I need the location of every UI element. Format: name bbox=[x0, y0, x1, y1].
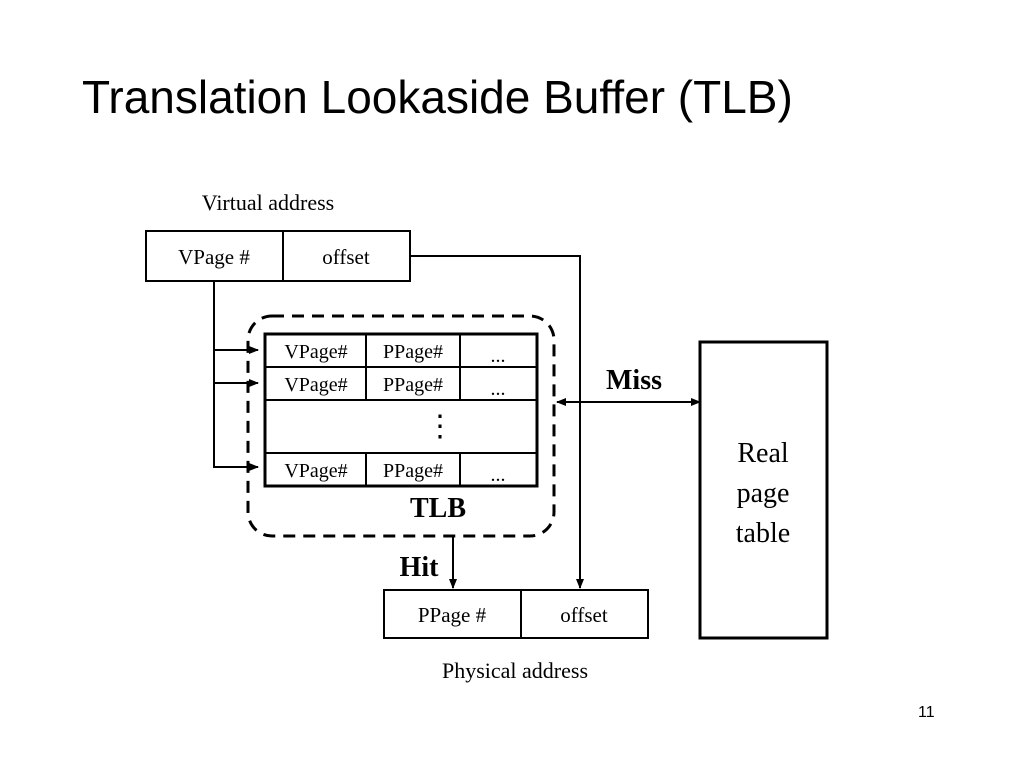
physical-offset-field: offset bbox=[560, 603, 608, 627]
tlb-ellipsis: ⋮ bbox=[425, 410, 455, 443]
tlb-row-vpage: VPage# bbox=[284, 374, 347, 396]
page-table-line: Real bbox=[737, 438, 789, 469]
tlb-row: VPage# PPage# ... bbox=[284, 374, 505, 400]
virtual-offset-field: offset bbox=[322, 245, 370, 269]
page-number: 11 bbox=[918, 704, 935, 721]
tlb-boundary bbox=[246, 314, 556, 538]
physical-address-box: PPage # offset bbox=[383, 589, 649, 639]
tlb-row-ppage: PPage# bbox=[383, 460, 443, 482]
physical-ppage-field: PPage # bbox=[418, 603, 487, 627]
tlb-label: TLB bbox=[410, 493, 466, 524]
tlb-row-ppage: PPage# bbox=[383, 374, 443, 396]
tlb-row-vpage: VPage# bbox=[284, 341, 347, 363]
tlb-row-rest: ... bbox=[491, 378, 506, 400]
vpage-lookup-lines bbox=[213, 281, 259, 471]
tlb-row-rest: ... bbox=[491, 345, 506, 367]
page-table-line: page bbox=[737, 478, 790, 509]
virtual-address-label: Virtual address bbox=[202, 190, 334, 215]
tlb-row-ppage: PPage# bbox=[383, 341, 443, 363]
tlb-row-vpage: VPage# bbox=[284, 460, 347, 482]
tlb-table: VPage# PPage# ... VPage# PPage# ... ⋮ VP… bbox=[263, 332, 539, 488]
tlb-row: VPage# PPage# ... bbox=[284, 460, 505, 486]
page-table-line: table bbox=[736, 518, 790, 549]
physical-address-label: Physical address bbox=[442, 658, 588, 683]
real-page-table: Real page table bbox=[698, 340, 829, 640]
miss-label: Miss bbox=[606, 365, 662, 396]
slide-title: Translation Lookaside Buffer (TLB) bbox=[82, 71, 793, 123]
hit-label: Hit bbox=[400, 552, 440, 583]
virtual-address-box: VPage # offset bbox=[145, 230, 411, 282]
tlb-row: VPage# PPage# ... bbox=[284, 341, 505, 367]
offset-passthrough-line bbox=[410, 255, 584, 589]
virtual-vpage-field: VPage # bbox=[178, 245, 250, 269]
tlb-row-rest: ... bbox=[491, 464, 506, 486]
